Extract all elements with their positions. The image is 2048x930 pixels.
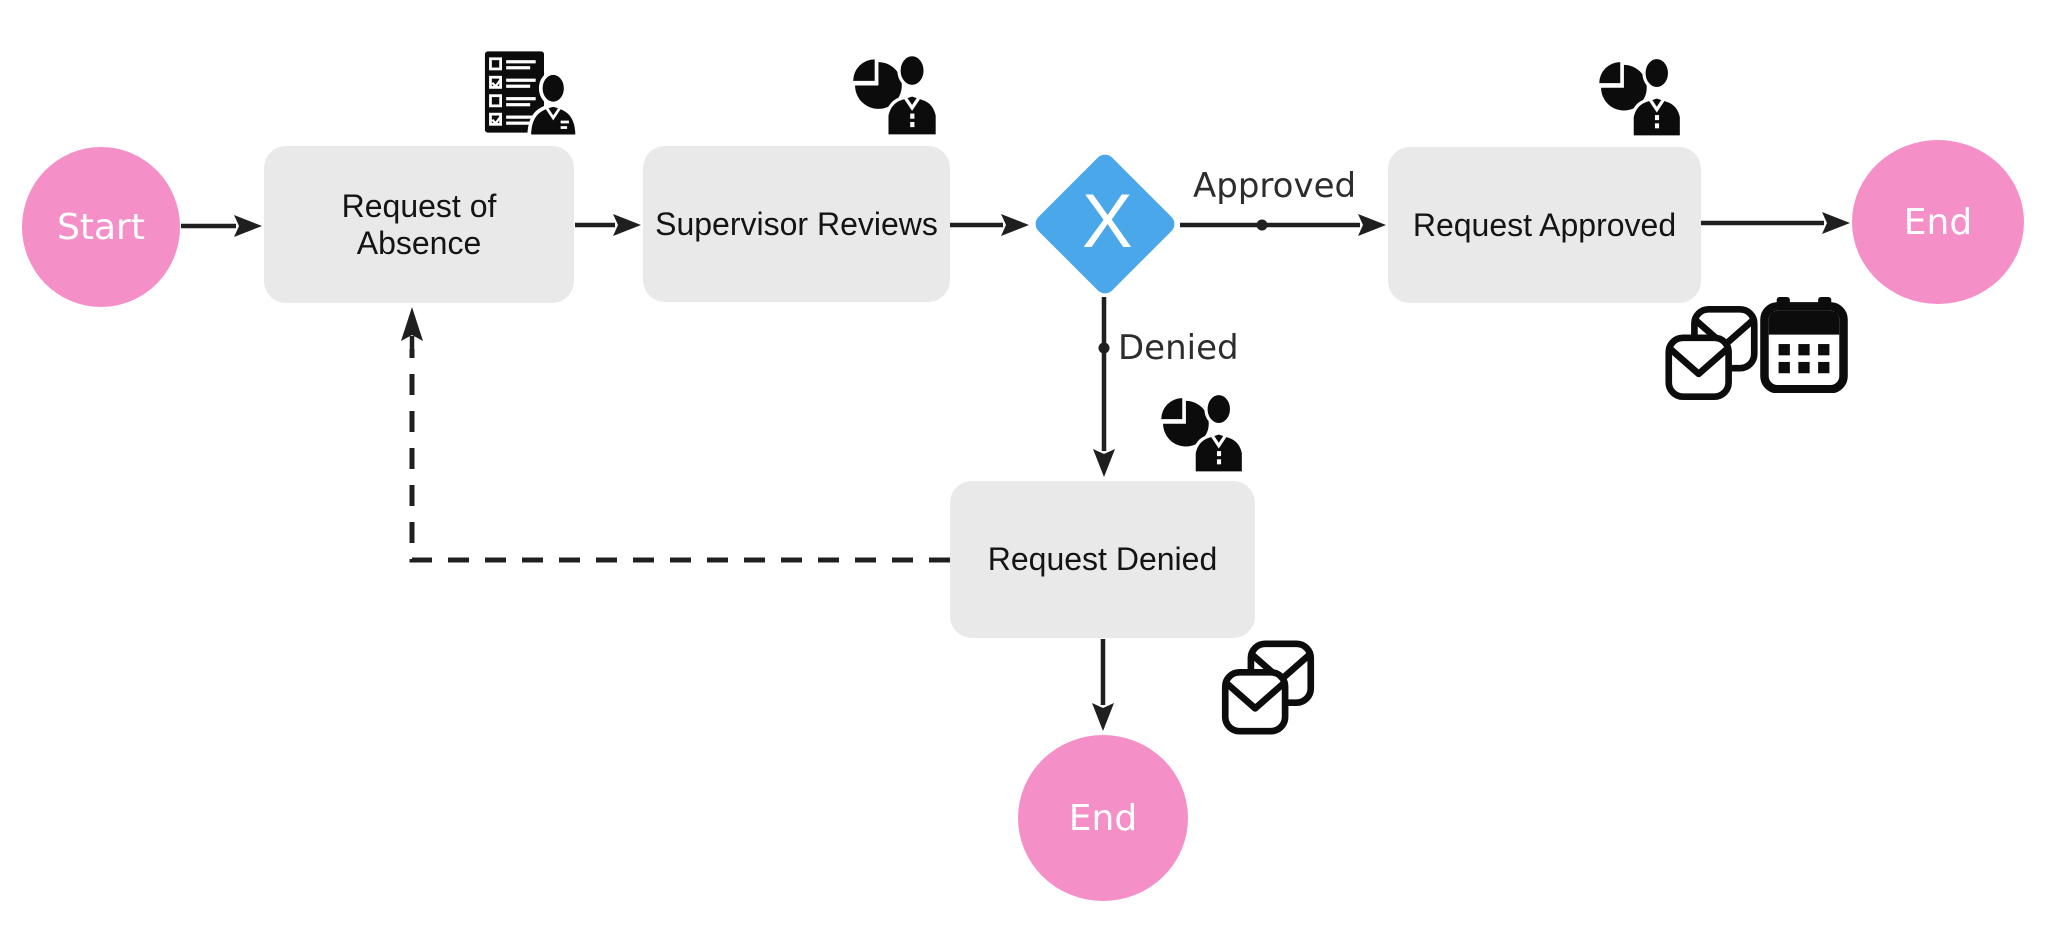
edge-request-absence-to-supervisor — [575, 214, 641, 236]
request-absence-node[interactable]: Request of Absence — [264, 146, 574, 303]
approved-label-anchor-dot — [1256, 219, 1268, 231]
start-node-label: Start — [57, 206, 145, 248]
end-approved-label: End — [1903, 201, 1973, 243]
edge-supervisor-to-decision — [950, 214, 1029, 236]
edge-request-denied-to-request-absence-dashed — [401, 307, 950, 563]
supervisor-reviews-label: Supervisor Reviews — [655, 205, 938, 242]
edge-start-to-request-absence — [181, 215, 262, 237]
edge-request-denied-to-end — [1092, 639, 1114, 731]
calendar-icon — [1760, 297, 1848, 393]
request-denied-label: Request Denied — [987, 541, 1218, 577]
denied-edge-label: Denied — [1118, 328, 1239, 368]
edge-request-approved-to-end — [1701, 212, 1850, 234]
person-piechart-icon — [853, 53, 939, 136]
end-denied-node[interactable]: End — [1018, 735, 1188, 901]
end-approved-node[interactable]: End — [1852, 140, 2024, 304]
decision-gateway-label: X — [1081, 178, 1133, 264]
edge-decision-to-request-approved — [1180, 214, 1386, 236]
request-absence-label: Request of Absence — [341, 187, 497, 261]
denied-label-anchor-dot — [1098, 342, 1110, 354]
end-denied-label: End — [1068, 797, 1138, 839]
checklist-person-icon — [484, 51, 580, 138]
request-denied-node[interactable]: Request Denied — [950, 481, 1255, 638]
start-node[interactable]: Start — [22, 147, 180, 307]
person-piechart-icon — [1599, 55, 1684, 137]
request-approved-node[interactable]: Request Approved — [1388, 147, 1701, 303]
supervisor-reviews-node[interactable]: Supervisor Reviews — [643, 146, 950, 302]
approved-edge-label: Approved — [1193, 166, 1357, 206]
person-piechart-icon — [1161, 391, 1246, 473]
request-approved-label: Request Approved — [1412, 206, 1677, 243]
mail-copy-icon — [1221, 640, 1315, 735]
edge-decision-to-request-denied — [1093, 297, 1115, 477]
mail-copy-icon — [1665, 305, 1758, 401]
